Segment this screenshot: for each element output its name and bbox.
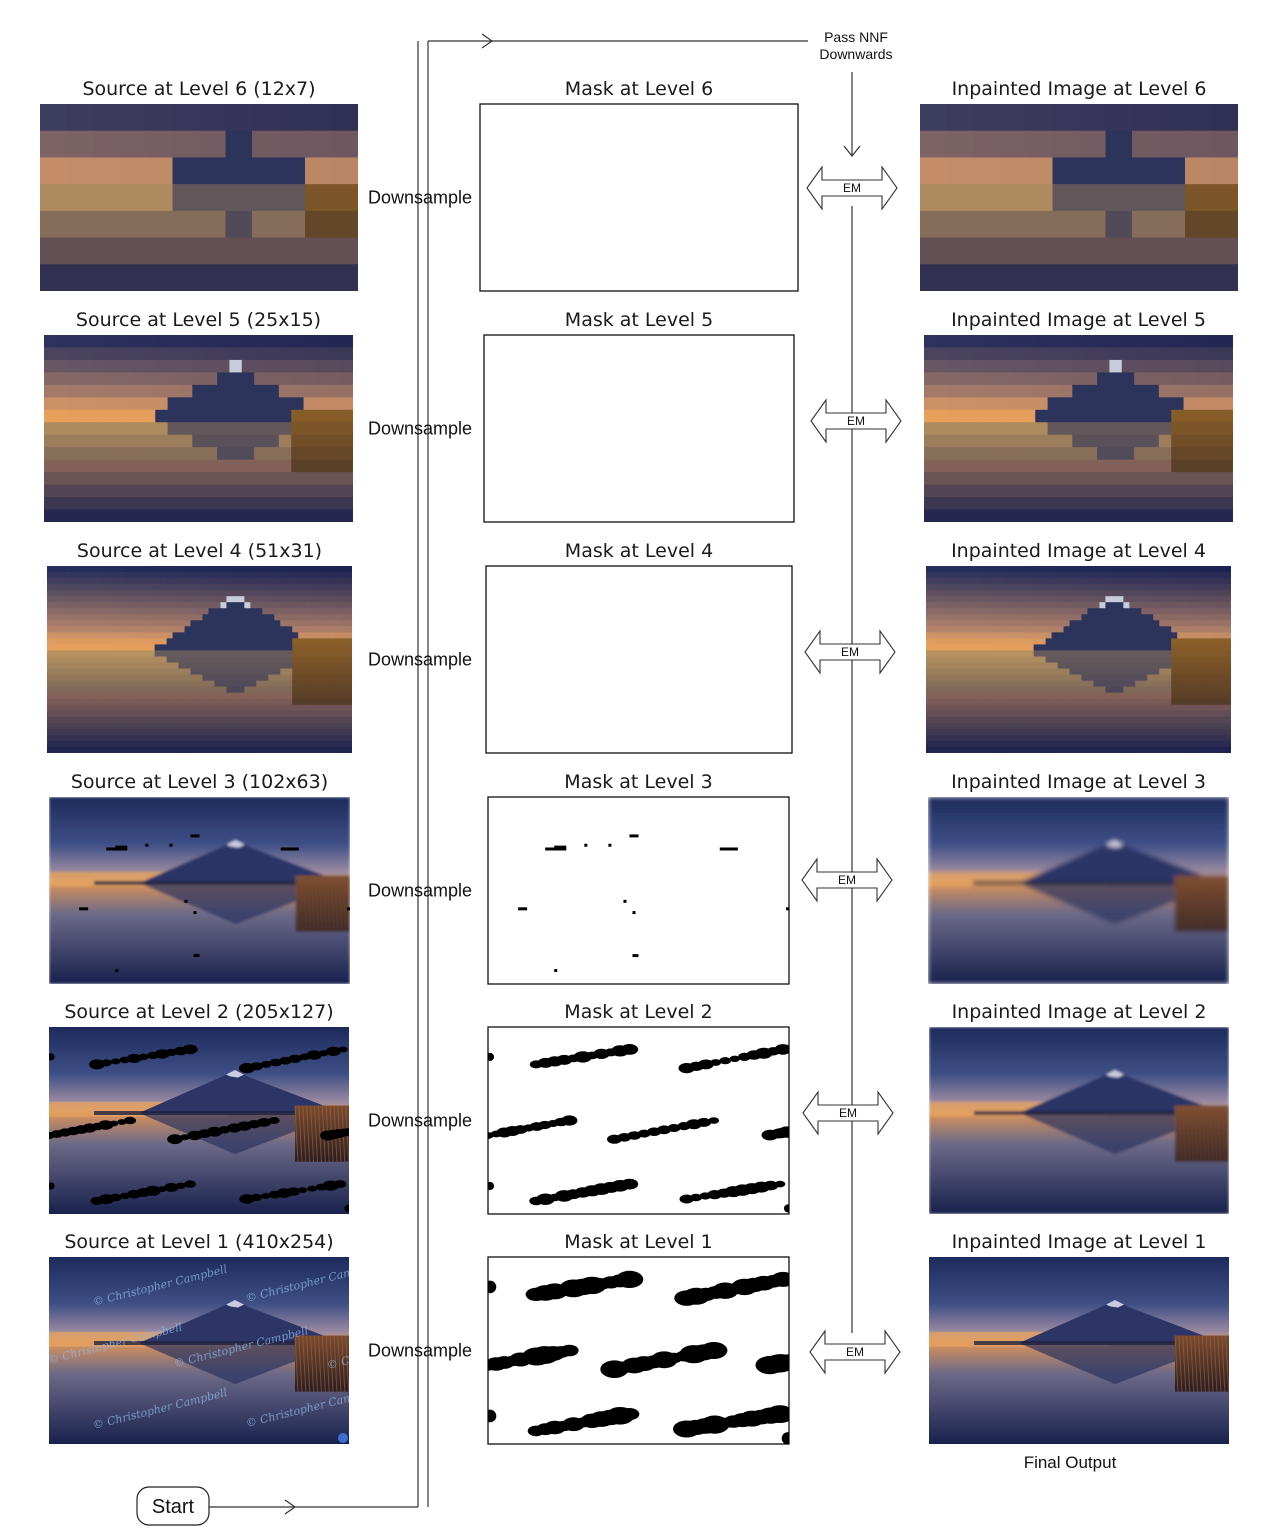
inpainted-title: Inpainted Image at Level 4 [951, 540, 1206, 562]
inpainted-title: Inpainted Image at Level 5 [951, 309, 1206, 331]
pyramid-row-level-2: Source at Level 2 (205x127) Mask at Level… [49, 1001, 1229, 1215]
inpainted-title: Inpainted Image at Level 1 [952, 1231, 1207, 1253]
em-label: EM [841, 645, 859, 659]
inpainted-image [920, 104, 1238, 291]
start-label: Start [152, 1496, 195, 1518]
mask-image [487, 796, 790, 985]
inpainted-image [929, 1027, 1229, 1214]
downsample-label: Downsample [368, 1111, 472, 1131]
pass-nnf-label-2: Downwards [819, 46, 892, 62]
source-image [49, 797, 350, 984]
source-image [40, 104, 358, 291]
em-arrow: EM [801, 857, 893, 903]
inpainted-image [928, 797, 1229, 984]
source-image [44, 335, 353, 522]
mask-image [483, 334, 795, 523]
source-title: Source at Level 6 (12x7) [82, 78, 315, 100]
pyramid-row-level-3: Source at Level 3 (102x63) Mask at Level … [49, 771, 1229, 985]
downsample-label: Downsample [368, 1341, 472, 1361]
inpainted-title: Inpainted Image at Level 2 [952, 1001, 1207, 1023]
final-output-label: Final Output [1024, 1453, 1117, 1472]
inpainted-image [929, 1257, 1229, 1444]
em-label: EM [838, 873, 856, 887]
inpainted-image [924, 335, 1233, 522]
downsample-label: Downsample [368, 419, 472, 439]
pyramid-row-level-6: Source at Level 6 (12x7) Mask at Level 6 I… [40, 78, 1238, 292]
source-title: Source at Level 4 (51x31) [77, 540, 322, 562]
downsample-label: Downsample [368, 881, 472, 901]
pyramid-row-level-4: Source at Level 4 (51x31) Mask at Level 4… [47, 540, 1231, 754]
em-label: EM [847, 414, 865, 428]
mask-title: Mask at Level 2 [564, 1001, 712, 1023]
em-label: EM [839, 1106, 857, 1120]
em-arrow: EM [802, 1090, 894, 1136]
source-image: © Christopher Campbell© Christopher Camp… [49, 1257, 349, 1444]
source-title: Source at Level 5 (25x15) [76, 309, 321, 331]
em-arrow: EM [810, 398, 902, 444]
mask-image [479, 103, 799, 292]
mask-image [487, 1256, 790, 1445]
source-title: Source at Level 1 (410x254) [64, 1231, 333, 1253]
pyramid-row-level-1: Source at Level 1 (410x254) Mask at Level… [49, 1231, 1229, 1445]
mask-image [487, 1026, 790, 1215]
em-arrow: EM [806, 165, 898, 211]
source-title: Source at Level 2 (205x127) [64, 1001, 333, 1023]
em-arrow: EM [804, 629, 896, 675]
em-label: EM [843, 181, 861, 195]
source-image [47, 566, 352, 753]
inpainted-title: Inpainted Image at Level 3 [951, 771, 1206, 793]
downsample-label: Downsample [368, 650, 472, 670]
downsample-label: Downsample [368, 188, 472, 208]
pass-nnf-label-1: Pass NNF [824, 29, 888, 45]
source-image [49, 1027, 349, 1214]
pyramid-row-level-5: Source at Level 5 (25x15) Mask at Level 5… [44, 309, 1233, 523]
pass-nnf-flow: Pass NNF Downwards [427, 29, 893, 1507]
mask-title: Mask at Level 4 [565, 540, 713, 562]
start-node: Start [136, 41, 419, 1526]
mask-title: Mask at Level 1 [564, 1231, 712, 1253]
inpainted-image [926, 566, 1231, 753]
mask-title: Mask at Level 5 [565, 309, 713, 331]
inpainted-title: Inpainted Image at Level 6 [952, 78, 1207, 100]
mask-title: Mask at Level 6 [565, 78, 713, 100]
mask-title: Mask at Level 3 [564, 771, 712, 793]
em-label: EM [846, 1345, 864, 1359]
em-arrow: EM [809, 1329, 901, 1375]
mask-image [485, 565, 793, 754]
source-title: Source at Level 3 (102x63) [71, 771, 328, 793]
